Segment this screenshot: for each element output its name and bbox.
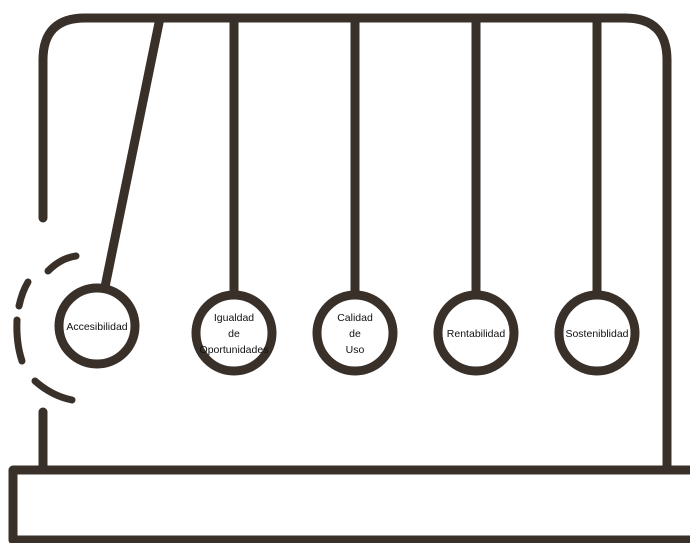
ball-label: de <box>349 328 361 340</box>
pendulum-strings <box>105 18 597 295</box>
cradle-base <box>13 470 690 540</box>
ball-label: Oportunidades <box>200 344 269 356</box>
ball-label: Calidad <box>337 312 373 324</box>
string-accesibilidad <box>105 18 160 289</box>
ball-label: Rentabilidad <box>447 328 506 340</box>
ball-label: Accesibilidad <box>66 321 127 333</box>
ball-label: Sosteniblidad <box>565 328 628 340</box>
ball-label: Uso <box>346 344 365 356</box>
ball-sosteniblidad: Sosteniblidad <box>559 295 635 371</box>
ball-label: de <box>228 328 240 340</box>
ball-rentabilidad: Rentabilidad <box>438 295 514 371</box>
ball-label: Igualdad <box>214 312 254 324</box>
ball-accesibilidad: Accesibilidad <box>59 288 135 364</box>
